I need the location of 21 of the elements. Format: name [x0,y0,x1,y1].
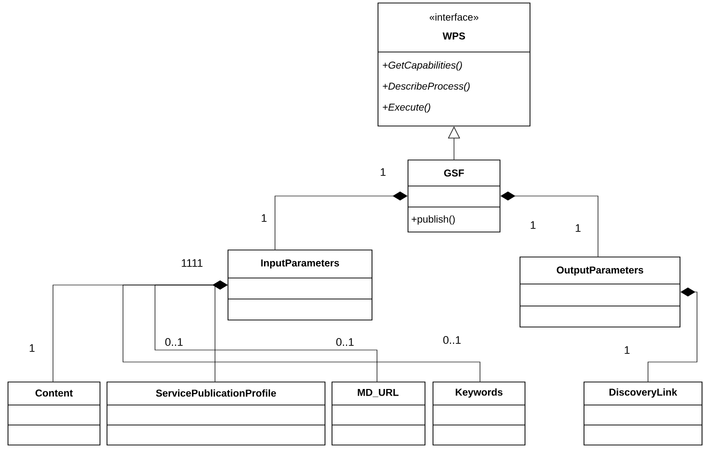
multiplicity-label: 1111 [182,259,202,267]
multiplicity-label: 1 [30,344,35,352]
class-box: Content [8,382,100,446]
multiplicity-label: 0..1 [165,338,183,346]
class-box: «interface» WPS +GetCapabilities() +DescribeProcess() +Execute() [378,2,530,126]
composition-line [122,280,480,382]
class-box: ServicePublicationProfile [106,382,326,446]
multiplicity-label: 1 [530,221,536,229]
multiplicity-label: 0..1 [443,336,461,344]
multiplicity-label: 0..1 [336,338,354,346]
composition-line [648,288,698,382]
class-box: Keywords [432,382,526,446]
class-box: OutputParameters [520,256,680,328]
class-box: MD_URL [332,382,426,446]
class-box: DiscoveryLink [584,382,702,446]
multiplicity-label: 1 [624,346,630,354]
multiplicity-label: 1 [576,224,581,232]
class-box: InputParameters [228,250,372,320]
multiplicity-label: 1 [262,214,267,222]
class-box: GSF +publish() [408,160,500,232]
multiplicity-label: 1 [380,168,386,176]
